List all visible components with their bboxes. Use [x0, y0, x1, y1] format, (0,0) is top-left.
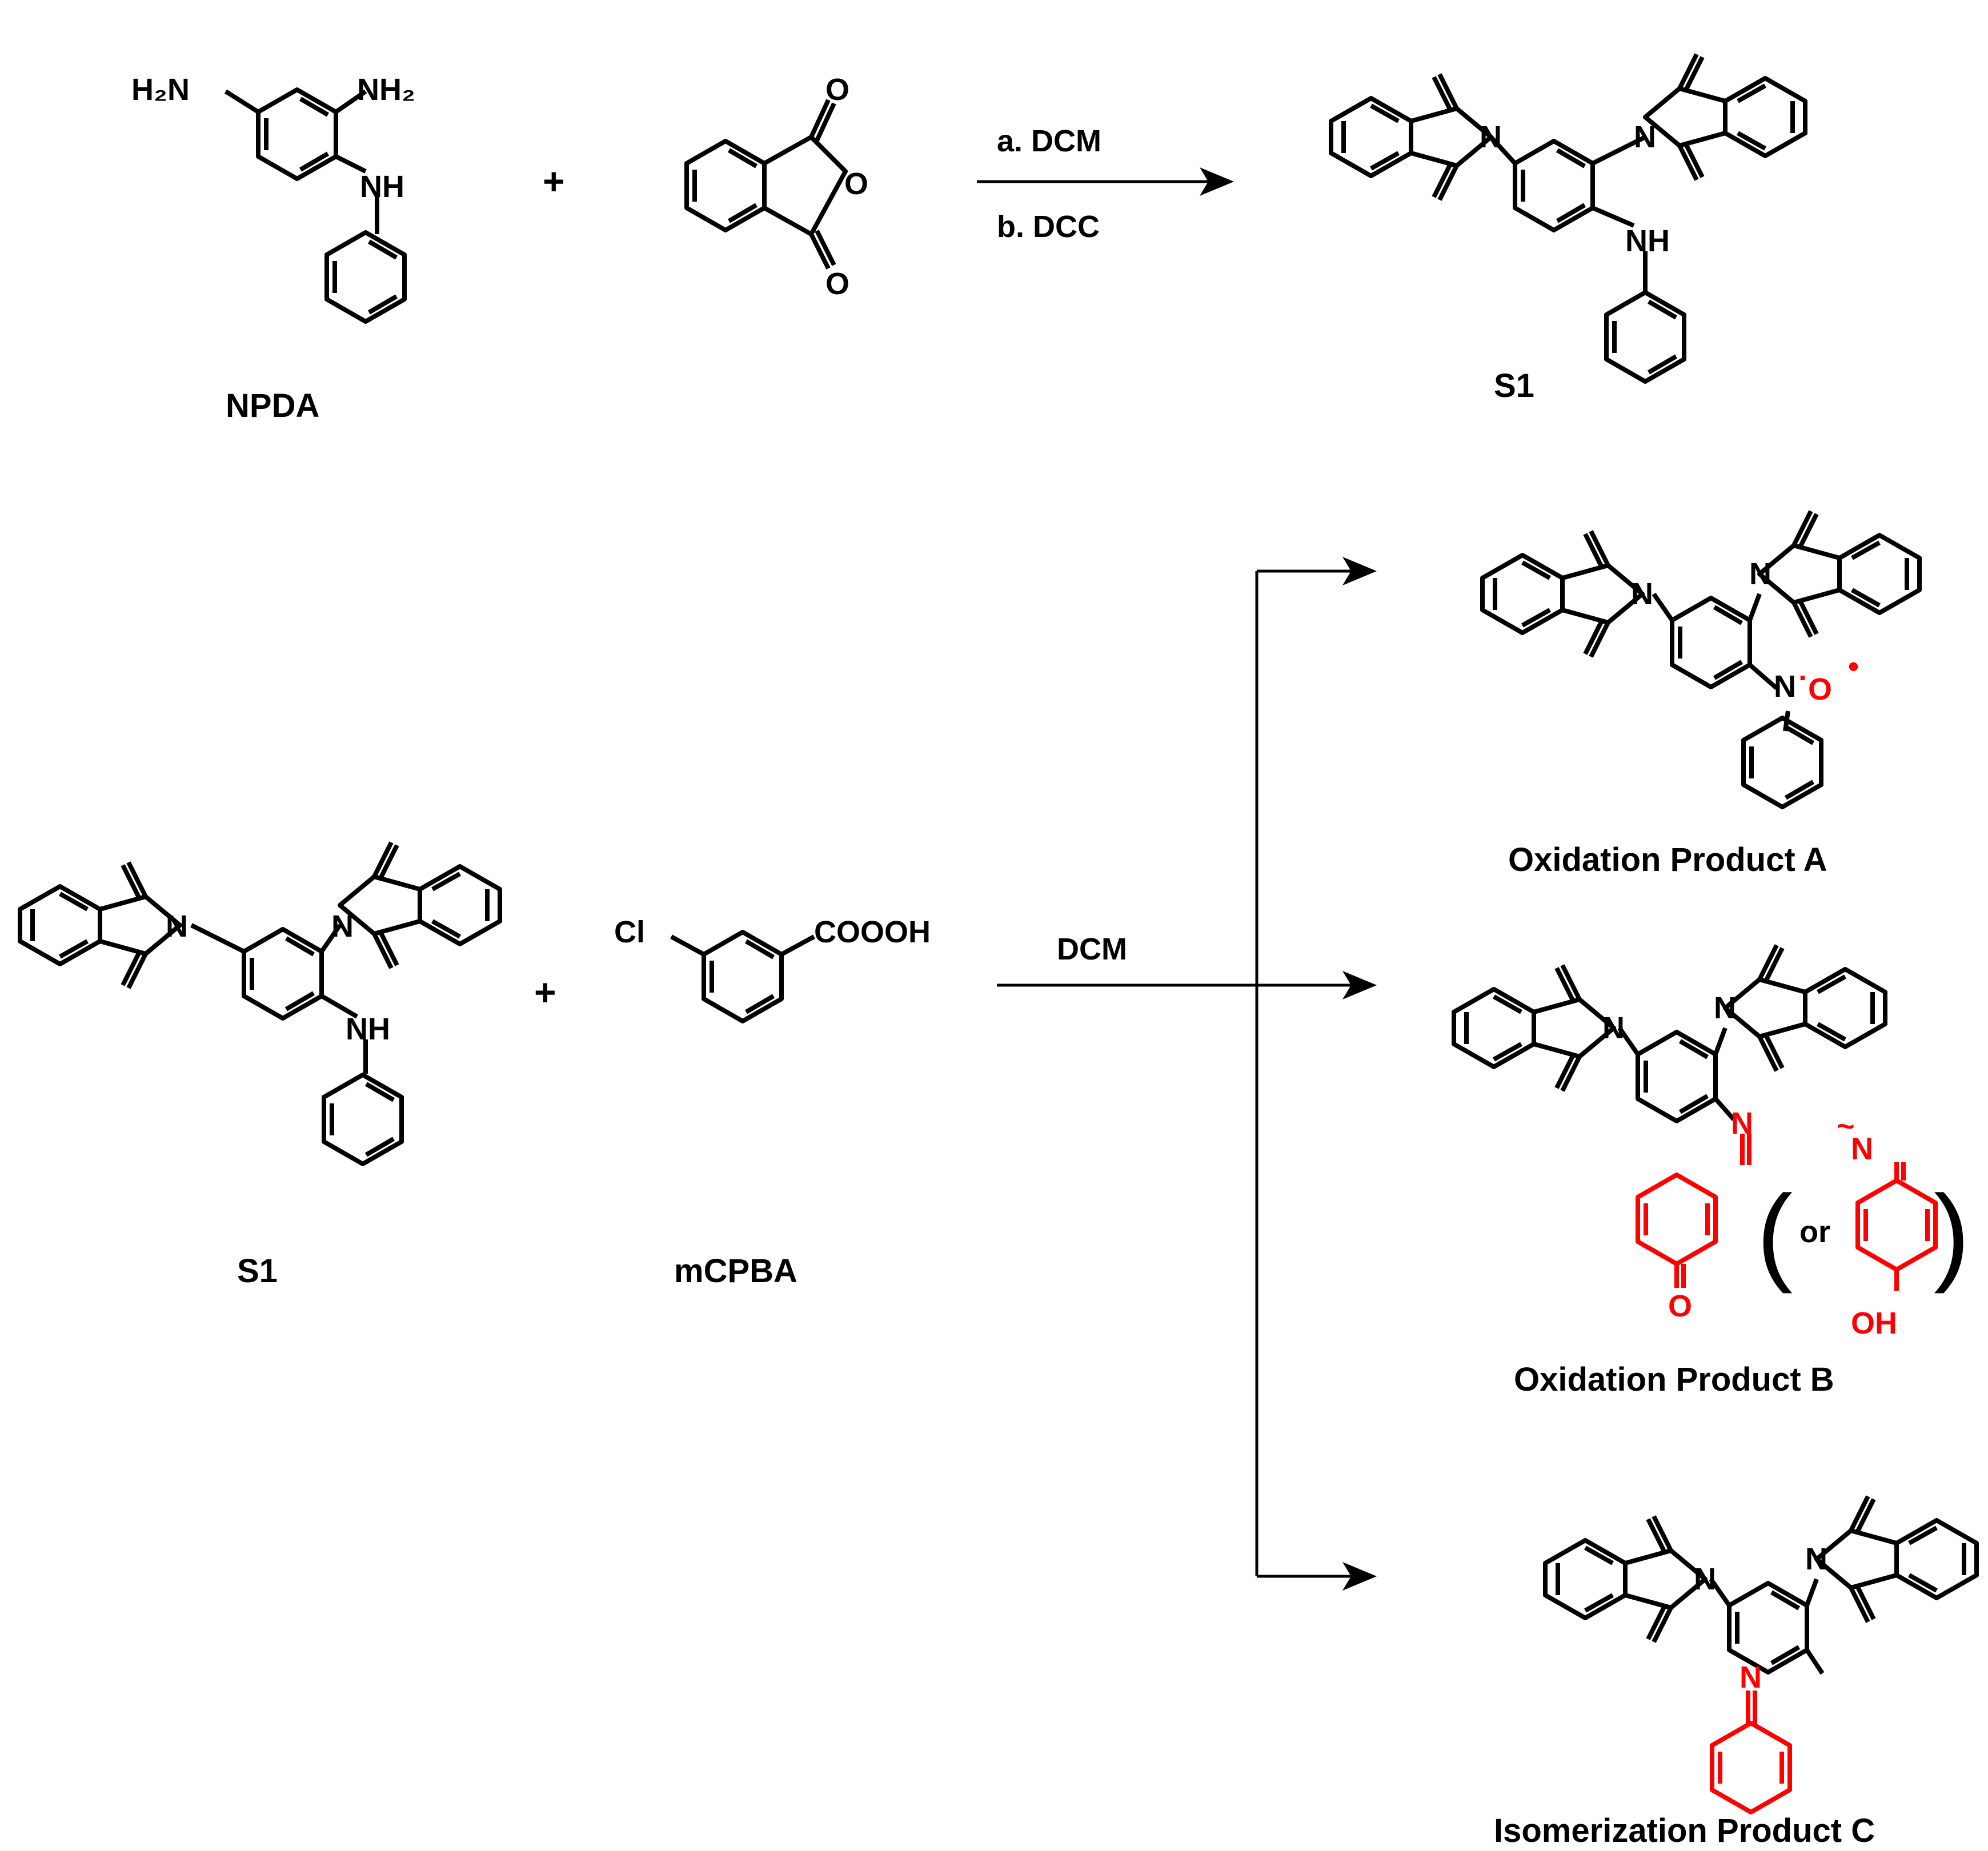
- product-a-n-left: N: [1631, 577, 1653, 611]
- s1-product-structure: N N NH S1: [1331, 54, 1805, 404]
- product-c-n: N: [1739, 1660, 1762, 1695]
- s1r-nh: NH: [346, 1012, 390, 1046]
- product-a-caption: Oxidation Product A: [1508, 841, 1827, 878]
- reaction-arrow-2: DCM: [997, 557, 1377, 1591]
- condition-a: a. DCM: [997, 124, 1101, 158]
- anhydride-o-ring: O: [844, 167, 868, 201]
- s1-nh: NH: [1625, 224, 1670, 258]
- product-b-or: or: [1799, 1215, 1830, 1249]
- product-b-caption: Oxidation Product B: [1514, 1361, 1834, 1398]
- s1-label: S1: [1494, 367, 1534, 404]
- s1-n-right: N: [1634, 120, 1656, 154]
- plus-sign-2: +: [534, 971, 556, 1013]
- product-b-alt-wavy: ~: [1837, 1109, 1855, 1143]
- product-b-n-right: N: [1714, 991, 1736, 1025]
- s1-reactant-structure: N N NH S1: [20, 842, 500, 1290]
- anhydride-o-bottom: O: [825, 267, 849, 301]
- product-a-amine-dot: ·: [1798, 661, 1809, 695]
- product-a-n: N: [1774, 669, 1796, 704]
- mcpba-label: mCPBA: [674, 1252, 797, 1290]
- left-paren: (: [1757, 1173, 1793, 1294]
- mcpba-cooooh: COOOH: [814, 915, 931, 949]
- reaction-arrow-1: a. DCM b. DCC: [977, 124, 1234, 244]
- s1r-n-right: N: [331, 909, 354, 943]
- product-b-alt-oh: OH: [1851, 1306, 1897, 1340]
- condition-dcm: DCM: [1057, 932, 1127, 966]
- condition-b: b. DCC: [997, 210, 1100, 244]
- npda-label: NPDA: [226, 387, 319, 424]
- mcpba-structure: Cl COOOH mCPBA: [614, 915, 931, 1290]
- product-a-o-radical: O: [1808, 672, 1832, 706]
- product-b-n-left: N: [1602, 1011, 1625, 1045]
- product-c-n-right: N: [1805, 1542, 1827, 1576]
- npda-nh2-right: NH₂: [357, 73, 415, 107]
- product-b-structure: N N N O ( or ~ N OH ) Oxidation Product …: [1454, 945, 1970, 1398]
- product-c-caption: Isomerization Product C: [1494, 1812, 1875, 1849]
- mcpba-cl: Cl: [614, 915, 645, 949]
- npda-structure: H₂N NH₂ NH NPDA: [131, 73, 415, 424]
- product-c-structure: N N N Isomerization Product C: [1494, 1496, 1977, 1849]
- s1r-n-left: N: [166, 909, 188, 943]
- s1-n-left: N: [1480, 120, 1502, 154]
- product-a-radical-dot: •: [1848, 649, 1859, 684]
- product-a-n-right: N: [1749, 557, 1771, 591]
- anhydride-o-top: O: [825, 73, 849, 107]
- product-b-quinone-o: O: [1668, 1289, 1692, 1323]
- product-a-structure: N N N · O • Oxidation Product A: [1482, 511, 1919, 878]
- product-b-n: N: [1731, 1106, 1753, 1141]
- product-b-alt-n: N: [1851, 1132, 1873, 1166]
- plus-sign-1: +: [543, 160, 565, 202]
- npda-nh2-left: H₂N: [131, 73, 190, 107]
- npda-nh: NH: [360, 170, 404, 204]
- phthalic-anhydride-structure: O O O: [687, 73, 868, 301]
- s1-reactant-label: S1: [237, 1252, 278, 1290]
- product-c-n-left: N: [1694, 1562, 1716, 1596]
- right-paren: ): [1934, 1173, 1970, 1294]
